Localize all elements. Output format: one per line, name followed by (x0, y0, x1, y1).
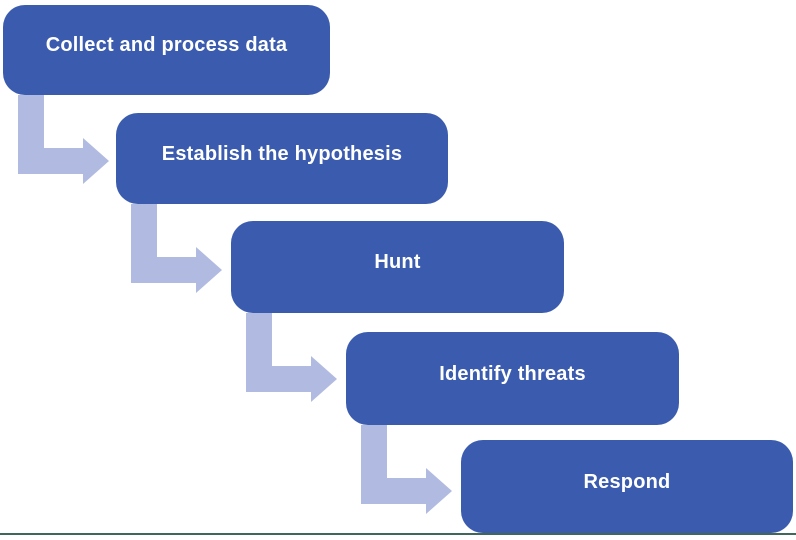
step-box-identify-threats: Identify threats (346, 332, 679, 425)
step-box-hunt: Hunt (231, 221, 564, 313)
step-label-hunt: Hunt (374, 251, 421, 273)
step-label-identify-threats: Identify threats (439, 362, 586, 385)
step-box-collect-and-process-data: Collect and process data (3, 5, 330, 95)
step-label-collect-and-process-data: Collect and process data (45, 34, 288, 56)
bent-arrow-icon-3 (246, 313, 337, 402)
bottom-border-line (0, 533, 796, 535)
bent-arrow-icon-2 (131, 204, 222, 293)
step-box-establish-the-hypothesis: Establish the hypothesis (116, 113, 448, 204)
bent-arrow-icon-1 (18, 95, 109, 184)
bent-arrow-icon-4 (361, 425, 452, 514)
step-label-respond: Respond (583, 470, 671, 493)
step-label-establish-the-hypothesis: Establish the hypothesis (161, 142, 403, 165)
step-box-respond: Respond (461, 440, 793, 533)
